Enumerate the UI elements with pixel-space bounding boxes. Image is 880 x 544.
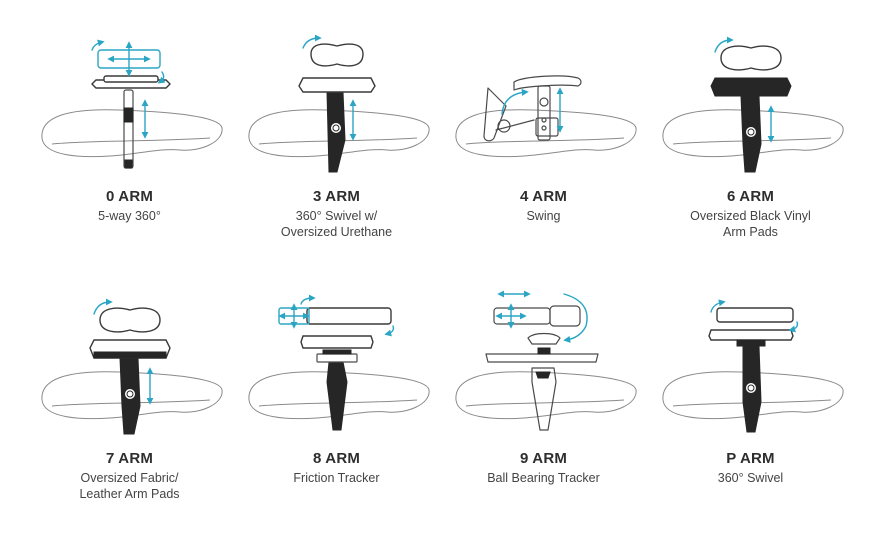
arm-9-ball-bearing-icon [454, 290, 637, 431]
arm-option-4: 4 ARM Swing [440, 20, 647, 282]
arm-option-p: P ARM 360° Swivel [647, 282, 854, 544]
arm-description: Friction Tracker [293, 471, 380, 485]
arm-title: 3 ARM [312, 188, 361, 205]
arm-option-8: 8 ARM Friction Tracker [233, 282, 440, 544]
arm-8-friction-tracker-icon [247, 294, 430, 431]
arm-description: Oversized Black Vinyl Arm Pads [690, 209, 811, 239]
arm-6-vinyl-pads-icon [661, 36, 844, 173]
arm-3-swivel-urethane-icon [247, 34, 430, 173]
arm-option-3: 3 ARM 360° Swivel w/ Oversized Urethane [233, 20, 440, 282]
arm-option-0: 0 ARM 5-way 360° [26, 20, 233, 282]
arm-title: P ARM [726, 450, 775, 467]
arm-title: 7 ARM [105, 450, 154, 467]
arm-0-5way-icon [40, 39, 223, 169]
arm-title: 4 ARM [519, 188, 568, 205]
arm-7-fabric-leather-icon [40, 298, 223, 435]
arm-description: Oversized Fabric/ Leather Arm Pads [79, 471, 180, 501]
arm-description: Swing [526, 209, 561, 223]
arm-option-6: 6 ARM Oversized Black Vinyl Arm Pads [647, 20, 854, 282]
arm-option-7: 7 ARM Oversized Fabric/ Leather Arm Pads [26, 282, 233, 544]
arm-4-swing-icon [454, 75, 637, 158]
arm-option-9: 9 ARM Ball Bearing Tracker [440, 282, 647, 544]
arm-description: Ball Bearing Tracker [487, 471, 600, 485]
arm-description: 5-way 360° [98, 209, 161, 223]
arm-title: 0 ARM [105, 188, 154, 205]
arm-p-swivel-icon [661, 299, 844, 433]
arm-description: 360° Swivel w/ Oversized Urethane [280, 209, 393, 239]
arm-description: 360° Swivel [717, 471, 784, 485]
arm-options-grid: 0 ARM 5-way 360° 3 ARM 360° Swivel w/ Ov… [26, 20, 854, 544]
arm-title: 9 ARM [519, 450, 568, 467]
arm-title: 8 ARM [312, 450, 361, 467]
arm-title: 6 ARM [726, 188, 775, 205]
